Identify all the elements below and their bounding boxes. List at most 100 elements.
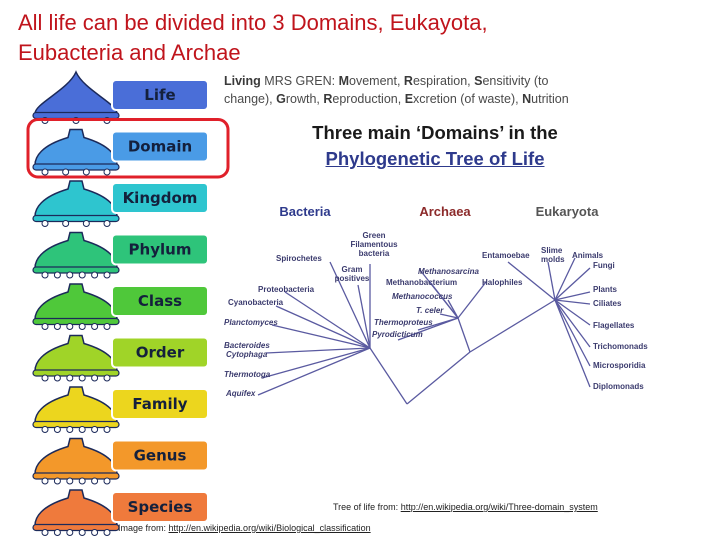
level-connector-dot: [62, 168, 70, 176]
level-label-box: [111, 491, 209, 523]
tree-branch: [554, 299, 591, 326]
label-methanosarcina: Methanosarcina: [418, 267, 479, 276]
label-gram-positives-2: positives: [335, 274, 370, 283]
tree-branch: [406, 351, 471, 405]
level-label-box: [111, 388, 209, 420]
level-base-plate: [32, 317, 120, 326]
label-plants: Plants: [593, 285, 618, 294]
tree-branch: [275, 305, 371, 349]
level-connector-dot: [66, 426, 74, 433]
level-connector-dot: [41, 271, 49, 279]
level-family: Family: [32, 386, 209, 433]
level-base-plate: [32, 214, 120, 223]
image-credit: Image from: http://en.wikipedia.org/wiki…: [118, 523, 371, 533]
tree-title: Three main ‘Domains’ in the Phylogenetic…: [270, 120, 600, 172]
level-connector-dot: [103, 529, 111, 536]
level-connector-dot: [91, 477, 99, 485]
tree-branch: [447, 299, 459, 319]
level-label: Class: [138, 292, 182, 310]
level-connector-dot: [78, 426, 86, 433]
tree-branch: [554, 267, 591, 301]
level-connector-dot: [103, 271, 111, 279]
level-connector-dot: [103, 220, 111, 227]
slide-title-line-1: All life can be divided into 3 Domains, …: [18, 10, 488, 35]
label-green-filamentous-bacteria-3: bacteria: [359, 249, 390, 258]
tree-branch: [271, 324, 371, 349]
tree-branch: [329, 261, 371, 349]
tree-branch: [357, 284, 371, 349]
level-connector-dot: [41, 426, 49, 433]
level-connector-dot: [62, 220, 70, 227]
label-aquifex: Aquifex: [225, 389, 256, 398]
level-label-box: [111, 336, 209, 369]
level-connector-dot: [41, 168, 49, 176]
label-cytophaga: Cytophaga: [226, 350, 268, 359]
level-label-box: [111, 182, 209, 214]
level-connector-dot: [78, 529, 86, 536]
label-fungi: Fungi: [593, 261, 615, 270]
mrs-gren-mnemonic: Living MRS GREN: Movement, Respiration, …: [224, 74, 569, 106]
level-label-box: [111, 130, 209, 163]
level-label: Order: [136, 344, 185, 362]
label-microsporidia: Microsporidia: [593, 361, 646, 370]
label-green-filamentous-bacteria: Green: [362, 231, 385, 240]
level-connector-dot: [91, 426, 99, 433]
label-thermotoga: Thermotoga: [224, 370, 271, 379]
slide-title: All life can be divided into 3 Domains, …: [18, 8, 618, 68]
level-life: Life: [32, 70, 209, 124]
level-connector-dot: [78, 323, 86, 330]
level-label: Kingdom: [123, 189, 198, 207]
level-base-plate: [32, 420, 120, 429]
level-connector-dot: [66, 271, 74, 279]
tree-branch: [265, 347, 371, 354]
label-diplomonads: Diplomonads: [593, 382, 644, 391]
level-connector-dot: [53, 529, 61, 536]
level-base-plate: [32, 369, 120, 377]
level-connector-dot: [103, 374, 111, 382]
level-connector-dot: [41, 323, 49, 330]
label-t-celer: T. celer: [416, 306, 444, 315]
label-methanobacterium: Methanobacterium: [386, 278, 457, 287]
label-proteobacteria: Proteobacteria: [258, 285, 315, 294]
level-connector-dot: [66, 374, 74, 382]
tree-credit-link[interactable]: http://en.wikipedia.org/wiki/Three-domai…: [400, 502, 598, 512]
level-connector-dot: [91, 374, 99, 382]
tree-branch: [547, 261, 556, 301]
tree-branch: [397, 317, 459, 341]
label-methanococcus: Methanococcus: [392, 292, 453, 301]
tree-credit: Tree of life from: http://en.wikipedia.o…: [333, 502, 598, 512]
level-connector-dot: [91, 323, 99, 330]
image-credit-link[interactable]: http://en.wikipedia.org/wiki/Biological_…: [168, 523, 371, 533]
label-trichomonads: Trichomonads: [593, 342, 648, 351]
level-species: Species: [32, 489, 209, 536]
level-connector-dot: [103, 426, 111, 433]
tree-branch: [507, 261, 556, 301]
level-label-box: [111, 79, 209, 111]
label-animals: Animals: [572, 251, 604, 260]
level-base-plate: [32, 266, 120, 274]
tree-branch: [429, 281, 459, 319]
level-connector-dot: [91, 529, 99, 536]
level-connector-dot: [66, 529, 74, 536]
level-label-box: [111, 285, 209, 317]
tree-branch: [439, 313, 459, 319]
label-ciliates: Ciliates: [593, 299, 622, 308]
level-connector-dot: [41, 374, 49, 382]
label-spirochetes: Spirochetes: [276, 254, 322, 263]
label-bacteroides: Bacteroides: [224, 341, 270, 350]
level-label: Phylum: [129, 241, 192, 259]
level-connector-dot: [82, 168, 90, 176]
tree-branch: [261, 347, 371, 379]
level-connector-dot: [103, 168, 111, 176]
tree-branch: [554, 299, 591, 388]
level-base-plate: [32, 163, 120, 171]
level-connector-dot: [103, 477, 111, 485]
tree-branch: [554, 299, 591, 305]
level-class: Class: [32, 283, 209, 330]
label-slime-molds: Slime: [541, 246, 563, 255]
tree-branch: [284, 291, 371, 349]
level-base-plate: [32, 523, 120, 532]
domain-heading-eukaryota: Eukaryota: [536, 204, 600, 219]
level-label: Domain: [128, 138, 192, 156]
